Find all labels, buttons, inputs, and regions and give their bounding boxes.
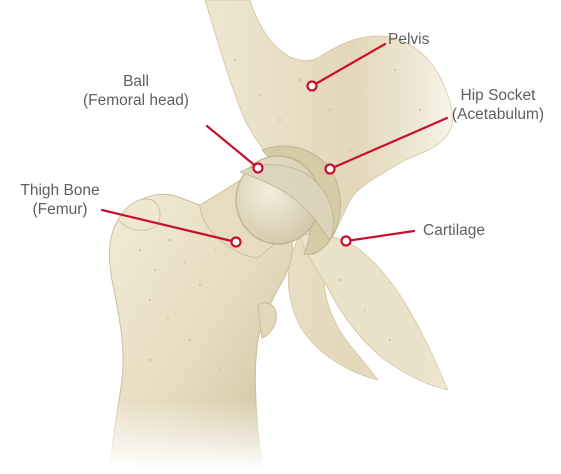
cartilage-leader [346, 231, 414, 241]
cartilage-dot [342, 237, 351, 246]
pelvis-label: Pelvis [388, 30, 429, 49]
lesser-trochanter [258, 303, 276, 338]
cartilage-label: Cartilage [423, 221, 485, 240]
pelvis-dot [308, 82, 317, 91]
cartilage-label-line1: Cartilage [423, 221, 485, 240]
hip-socket-dot [326, 165, 335, 174]
hip-socket-label-line2: (Acetabulum) [436, 105, 560, 124]
hip-socket-label: Hip Socket (Acetabulum) [436, 86, 560, 124]
thigh-bone-label-line2: (Femur) [0, 200, 120, 219]
ball-label: Ball (Femoral head) [62, 72, 210, 110]
thigh-bone-dot [232, 238, 241, 247]
hip-socket-label-line1: Hip Socket [436, 86, 560, 105]
ball-dot [254, 164, 263, 173]
ball-label-line1: Ball [62, 72, 210, 91]
pelvis-label-line1: Pelvis [388, 30, 429, 49]
ball-label-line2: (Femoral head) [62, 91, 210, 110]
thigh-bone-label: Thigh Bone (Femur) [0, 181, 120, 219]
ball-leader [207, 126, 258, 168]
thigh-bone-label-line1: Thigh Bone [0, 181, 120, 200]
